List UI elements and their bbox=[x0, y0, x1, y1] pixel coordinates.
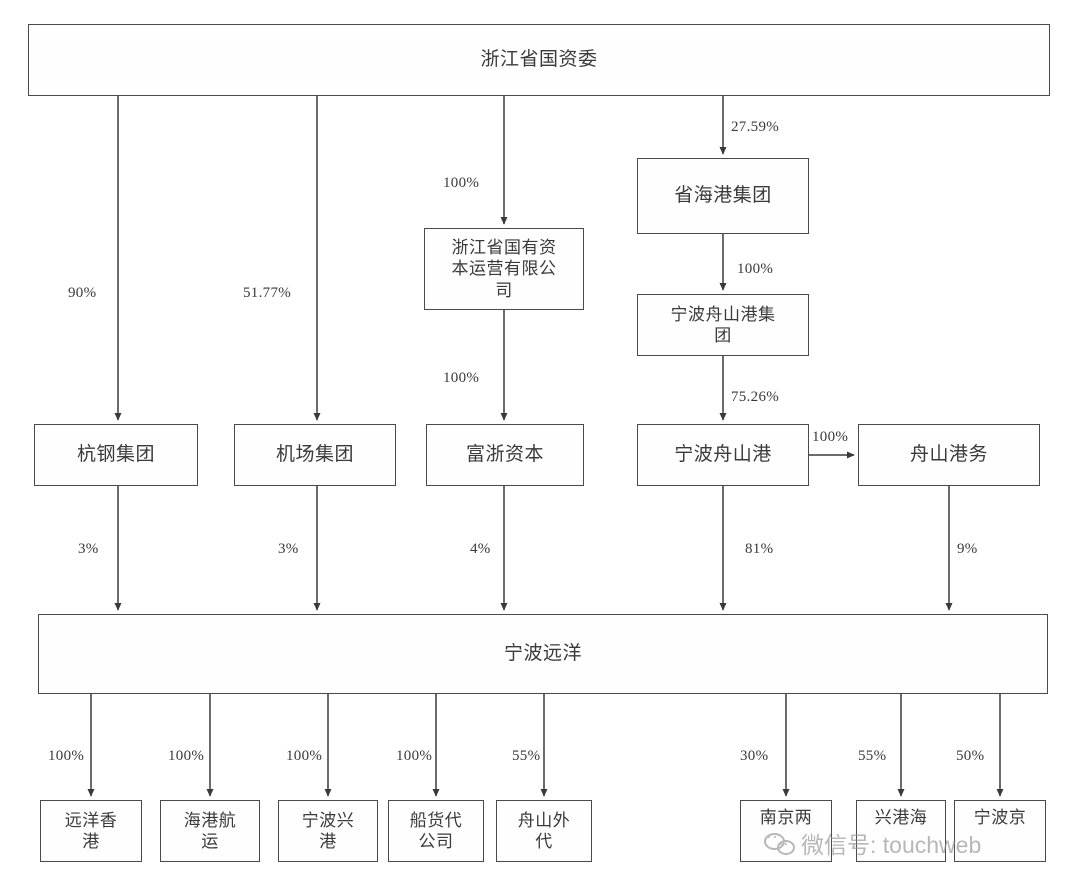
node-haigang-shipping-label: 海港航 运 bbox=[183, 810, 237, 851]
edge-label-nbocean-njll: 30% bbox=[740, 748, 769, 764]
node-sasac-label: 浙江省国资委 bbox=[480, 49, 598, 71]
node-state-capital-operation[interactable]: 浙江省国有资 本运营有限公 司 bbox=[424, 228, 584, 310]
node-ningbo-zhoushan-port-group-label: 宁波舟山港集 团 bbox=[670, 304, 776, 345]
node-ningbo-ocean[interactable]: 宁波远洋 bbox=[38, 614, 1048, 694]
node-xinggang-shipping[interactable]: 兴港海 bbox=[856, 800, 946, 862]
node-seaport-group-label: 省海港集团 bbox=[674, 185, 772, 207]
node-state-capital-operation-label: 浙江省国有资 本运营有限公 司 bbox=[451, 238, 557, 300]
edge-label-zsportaff-nbocean: 9% bbox=[957, 541, 978, 557]
edge-label-airport-nbocean: 3% bbox=[278, 541, 299, 557]
edge-label-statecap-fuzhe: 100% bbox=[443, 370, 480, 386]
node-hangang-group[interactable]: 杭钢集团 bbox=[34, 424, 198, 486]
edge-label-nbzsport-zsportaff: 100% bbox=[812, 429, 849, 445]
edge-label-sasac-seaport: 27.59% bbox=[731, 119, 780, 135]
node-hangang-group-label: 杭钢集团 bbox=[76, 444, 155, 466]
node-yuanyang-hongkong-label: 远洋香 港 bbox=[64, 810, 118, 851]
node-yuanyang-hongkong[interactable]: 远洋香 港 bbox=[40, 800, 142, 862]
edge-label-sasac-hangsteel: 90% bbox=[68, 285, 97, 301]
node-ningbo-xinggang-label: 宁波兴 港 bbox=[301, 810, 355, 851]
node-zhoushan-waidai[interactable]: 舟山外 代 bbox=[496, 800, 592, 862]
node-seaport-group[interactable]: 省海港集团 bbox=[637, 158, 809, 234]
edge-label-hangsteel-nbocean: 3% bbox=[78, 541, 99, 557]
edge-label-nbocean-zswd: 55% bbox=[512, 748, 541, 764]
edge-label-nbocean-nbjing: 50% bbox=[956, 748, 985, 764]
node-xinggang-shipping-label: 兴港海 bbox=[874, 808, 928, 827]
edge-label-nbocean-hghy: 100% bbox=[168, 748, 205, 764]
node-airport-group-label: 机场集团 bbox=[275, 444, 354, 466]
node-fuzhe-capital-label: 富浙资本 bbox=[465, 444, 544, 466]
edge-label-nbocean-xgh: 55% bbox=[858, 748, 887, 764]
edge-label-sasac-statecap: 100% bbox=[443, 175, 480, 191]
node-ningbo-jing-label: 宁波京 bbox=[973, 808, 1027, 827]
node-airport-group[interactable]: 机场集团 bbox=[234, 424, 396, 486]
edge-label-nbzsport-nbocean: 81% bbox=[745, 541, 774, 557]
node-nanjing-lianjiang-label: 南京两 bbox=[759, 808, 813, 827]
node-zhoushan-waidai-label: 舟山外 代 bbox=[517, 810, 571, 851]
node-zhoushan-port-affairs-label: 舟山港务 bbox=[909, 444, 988, 466]
node-ningbo-zhoushan-port-group[interactable]: 宁波舟山港集 团 bbox=[637, 294, 809, 356]
edge-label-nbocean-chdgs: 100% bbox=[396, 748, 433, 764]
edge-label-seaport-nbzsgroup: 100% bbox=[737, 261, 774, 277]
edge-label-nbocean-yyhk: 100% bbox=[48, 748, 85, 764]
node-ningbo-xinggang[interactable]: 宁波兴 港 bbox=[278, 800, 378, 862]
edge-label-fuzhe-nbocean: 4% bbox=[470, 541, 491, 557]
node-fuzhe-capital[interactable]: 富浙资本 bbox=[426, 424, 584, 486]
node-ningbo-jing[interactable]: 宁波京 bbox=[954, 800, 1046, 862]
edge-label-nbocean-nbxg: 100% bbox=[286, 748, 323, 764]
node-sasac[interactable]: 浙江省国资委 bbox=[28, 24, 1050, 96]
edge-label-sasac-airport: 51.77% bbox=[243, 285, 292, 301]
node-ningbo-zhoushan-port-label: 宁波舟山港 bbox=[674, 444, 772, 466]
node-haigang-shipping[interactable]: 海港航 运 bbox=[160, 800, 260, 862]
node-ningbo-ocean-label: 宁波远洋 bbox=[503, 643, 582, 665]
node-zhoushan-port-affairs[interactable]: 舟山港务 bbox=[858, 424, 1040, 486]
node-nanjing-lianjiang[interactable]: 南京两 bbox=[740, 800, 832, 862]
node-ningbo-zhoushan-port[interactable]: 宁波舟山港 bbox=[637, 424, 809, 486]
edge-label-nbzsgroup-nbzsport: 75.26% bbox=[731, 389, 780, 405]
node-shipping-agency-company[interactable]: 船货代 公司 bbox=[388, 800, 484, 862]
node-shipping-agency-company-label: 船货代 公司 bbox=[409, 810, 463, 851]
